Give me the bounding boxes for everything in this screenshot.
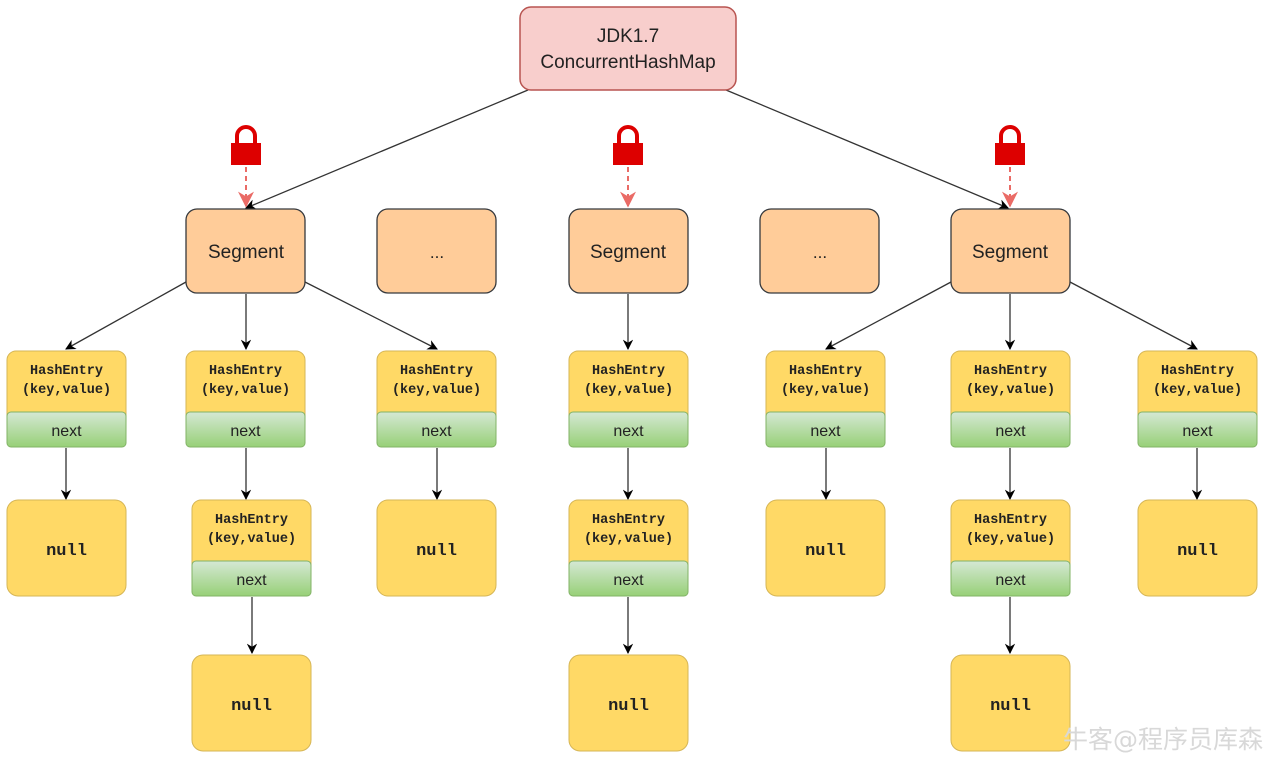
null-node: null <box>950 654 1071 752</box>
lock-icon <box>613 125 643 208</box>
null-label: null <box>1177 542 1218 561</box>
watermark: 牛客@程序员库森 <box>1063 720 1263 756</box>
connectors <box>60 89 1203 655</box>
hash-entry-kv: (key,value) <box>207 532 296 547</box>
hash-entry: HashEntry (key,value) next <box>191 499 312 597</box>
null-node: null <box>765 499 886 597</box>
next-field <box>950 560 1071 597</box>
hash-entry-name: HashEntry <box>592 364 665 379</box>
hash-entry-kv: (key,value) <box>1153 383 1242 398</box>
ellipsis-node: ... <box>759 208 880 294</box>
hash-entry-name: HashEntry <box>789 364 862 379</box>
hash-entry: HashEntry (key,value) next <box>6 350 127 448</box>
segment-label: Segment <box>972 242 1049 263</box>
hash-entry-kv: (key,value) <box>584 383 673 398</box>
null-node: null <box>568 654 689 752</box>
null-node: null <box>1137 499 1258 597</box>
hash-entry-name: HashEntry <box>974 364 1047 379</box>
hash-entry-name: HashEntry <box>215 513 288 528</box>
null-node: null <box>6 499 127 597</box>
null-label: null <box>416 542 457 561</box>
hash-entry-kv: (key,value) <box>584 532 673 547</box>
next-field <box>191 560 312 597</box>
next-label: next <box>613 572 644 589</box>
hash-entry-name: HashEntry <box>1161 364 1234 379</box>
hash-entry: HashEntry (key,value) next <box>950 499 1071 597</box>
hash-entry-kv: (key,value) <box>392 383 481 398</box>
hash-entry-kv: (key,value) <box>22 383 111 398</box>
null-node: null <box>376 499 497 597</box>
hash-entry-kv: (key,value) <box>966 383 1055 398</box>
next-label: next <box>51 423 82 440</box>
next-field <box>950 411 1071 448</box>
next-field <box>568 411 689 448</box>
hash-entry: HashEntry (key,value) next <box>765 350 886 448</box>
next-label: next <box>421 423 452 440</box>
next-field <box>185 411 306 448</box>
lock-icon <box>231 125 261 208</box>
hash-entry-name: HashEntry <box>400 364 473 379</box>
hash-entry-name: HashEntry <box>209 364 282 379</box>
next-label: next <box>613 423 644 440</box>
seg1-to-entry-1 <box>65 281 187 350</box>
hash-entry-kv: (key,value) <box>201 383 290 398</box>
root-to-segment-3 <box>725 89 1009 210</box>
lock-icon <box>995 125 1025 208</box>
hash-entry-kv: (key,value) <box>781 383 870 398</box>
hash-entry: HashEntry (key,value) next <box>1137 350 1258 448</box>
hash-entry-name: HashEntry <box>974 513 1047 528</box>
next-label: next <box>995 572 1026 589</box>
seg3-to-entry-3 <box>1069 281 1198 350</box>
segment-node: Segment <box>950 208 1071 294</box>
hash-entry-kv: (key,value) <box>966 532 1055 547</box>
hash-entry: HashEntry (key,value) next <box>568 499 689 597</box>
ellipsis-label: ... <box>813 243 827 262</box>
root-to-segment-1 <box>245 89 529 210</box>
hash-entry: HashEntry (key,value) next <box>950 350 1071 448</box>
seg3-to-entry-1 <box>825 281 952 350</box>
next-field <box>1137 411 1258 448</box>
next-label: next <box>1182 423 1213 440</box>
null-label: null <box>608 697 649 716</box>
seg1-to-entry-3 <box>304 281 438 350</box>
segment-label: Segment <box>590 242 667 263</box>
next-label: next <box>995 423 1026 440</box>
root-title-line2: ConcurrentHashMap <box>540 52 715 73</box>
root-node: JDK1.7 ConcurrentHashMap <box>519 6 737 91</box>
ellipsis-label: ... <box>430 243 444 262</box>
null-label: null <box>805 542 846 561</box>
next-label: next <box>236 572 267 589</box>
root-title-line1: JDK1.7 <box>597 26 659 47</box>
next-label: next <box>230 423 261 440</box>
hash-entry: HashEntry (key,value) next <box>568 350 689 448</box>
segment-label: Segment <box>208 242 285 263</box>
null-node: null <box>191 654 312 752</box>
next-field <box>765 411 886 448</box>
ellipsis-node: ... <box>376 208 497 294</box>
hash-entry: HashEntry (key,value) next <box>185 350 306 448</box>
next-label: next <box>810 423 841 440</box>
next-field <box>376 411 497 448</box>
hash-entry: HashEntry (key,value) next <box>376 350 497 448</box>
null-label: null <box>46 542 87 561</box>
segment-node: Segment <box>185 208 306 294</box>
hash-entry-name: HashEntry <box>592 513 665 528</box>
null-label: null <box>990 697 1031 716</box>
next-field <box>568 560 689 597</box>
null-label: null <box>231 697 272 716</box>
segment-node: Segment <box>568 208 689 294</box>
watermark-text: 牛客@程序员库森 <box>1062 725 1263 754</box>
next-field <box>6 411 127 448</box>
hash-entry-name: HashEntry <box>30 364 103 379</box>
